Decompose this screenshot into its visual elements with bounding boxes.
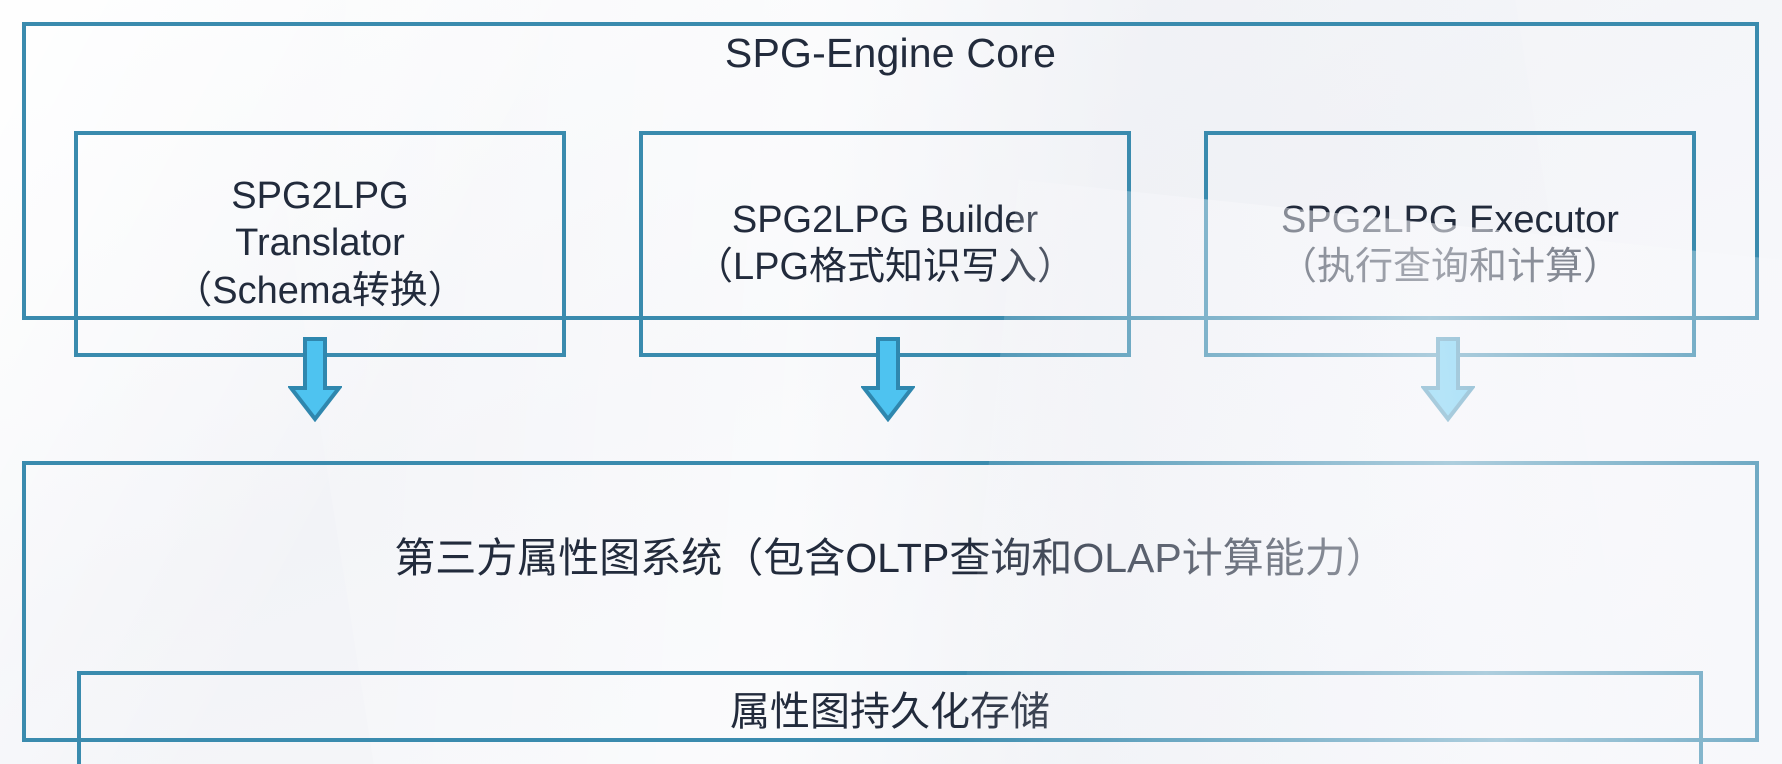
module-spg2lpg-builder-label: SPG2LPG Builder （LPG格式知识写入） — [695, 197, 1075, 291]
spg-engine-core-title: SPG-Engine Core — [724, 30, 1057, 76]
down-arrow-icon — [1421, 337, 1475, 422]
module-builder-line1: SPG2LPG Builder — [731, 198, 1039, 241]
spg-engine-core-container — [22, 22, 1759, 320]
module-property-graph-storage-label: 属性图持久化存储 — [730, 690, 1050, 734]
third-party-property-graph-title: 第三方属性图系统（包含OLTP查询和OLAP计算能力） — [394, 535, 1387, 581]
module-property-graph-storage[interactable]: 属性图持久化存储 — [77, 671, 1703, 764]
module-translator-line3: （Schema转换） — [174, 269, 466, 312]
module-executor-line1: SPG2LPG Executor — [1281, 198, 1619, 241]
module-spg2lpg-executor-label: SPG2LPG Executor （执行查询和计算） — [1279, 197, 1621, 291]
third-party-property-graph-container — [22, 461, 1759, 742]
module-builder-line2: （LPG格式知识写入） — [694, 246, 1076, 288]
module-translator-line1: SPG2LPG — [231, 175, 409, 218]
module-spg2lpg-translator-label: SPG2LPG Translator （Schema转换） — [174, 173, 465, 314]
down-arrow-icon — [861, 337, 915, 422]
module-executor-line2: （执行查询和计算） — [1278, 246, 1621, 288]
module-spg2lpg-builder[interactable]: SPG2LPG Builder （LPG格式知识写入） — [639, 131, 1131, 357]
down-arrow-icon — [288, 337, 342, 422]
module-translator-line2: Translator — [235, 222, 405, 265]
module-spg2lpg-executor[interactable]: SPG2LPG Executor （执行查询和计算） — [1204, 131, 1696, 357]
module-spg2lpg-translator[interactable]: SPG2LPG Translator （Schema转换） — [74, 131, 566, 357]
